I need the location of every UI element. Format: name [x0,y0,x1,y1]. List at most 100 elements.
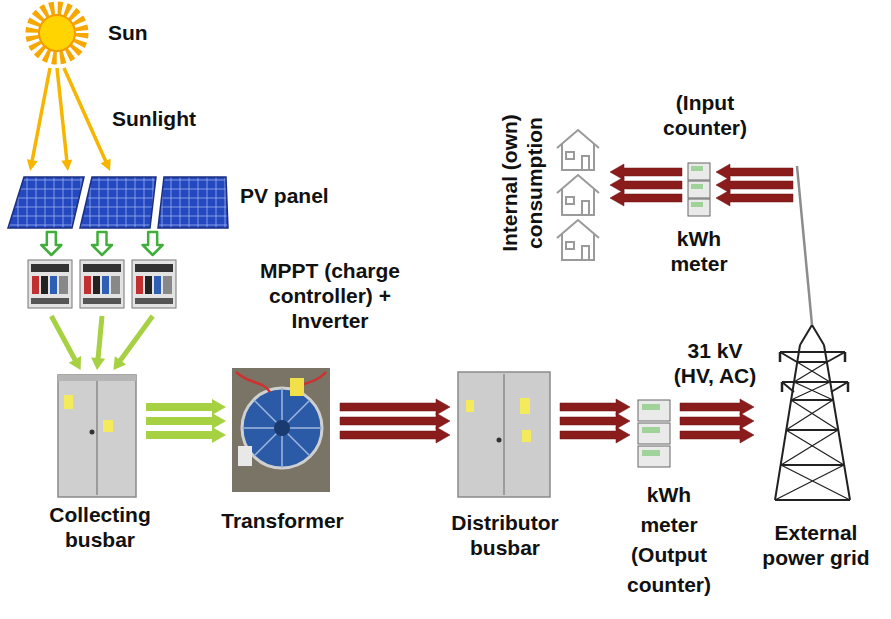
meter [638,446,670,467]
module [154,276,161,294]
flow-arrow [560,399,630,443]
busbar-cabinet [458,372,550,497]
meter [688,181,710,198]
node-label: kWh meter [659,226,739,276]
flow-arrow [340,399,450,443]
node-label: MPPT (charge controller) + Inverter [240,258,420,333]
node-label: kWh meter (Output counter) [620,480,718,600]
house-window [566,197,574,204]
warning-tag [520,398,530,414]
sun-icon [32,8,82,58]
house-door [582,201,589,215]
arrow-shape [146,413,226,429]
node-label: External power grid [748,520,884,570]
terminal-row [83,264,121,272]
pv-panel [158,177,228,228]
meter [638,400,670,421]
flow-arrow [146,399,226,443]
plate [238,446,252,466]
module [145,276,152,294]
module [59,276,68,294]
device-node: (Input counter)kWh meter [686,160,712,220]
tower-legs [775,325,850,500]
meter [688,199,710,216]
device-node: Transformer [232,368,332,492]
door-gap [96,381,98,495]
edge-label: 31 kV (HV, AC) [665,338,765,388]
arrow-shape [560,427,630,443]
flow-arrow [610,164,682,206]
mppt-units [28,260,176,308]
cabinet-body [458,372,550,497]
tower-bars [775,362,850,500]
house-window [566,152,574,159]
arrow-shape [49,315,81,370]
sun-disc [39,15,75,51]
node-label: Internal (own) consumption [497,93,547,273]
arrow-shape [91,316,105,370]
grid-line [797,166,812,325]
arrow-shape [716,190,793,206]
arrow-shape [680,399,754,415]
flow-arrow [716,164,812,325]
node-label: Collecting busbar [40,502,160,552]
arrow-shape [716,164,793,180]
terminal-row [135,298,173,304]
meter-display [691,184,703,189]
transformer-icon [232,368,330,492]
cabinet-body [58,375,136,497]
flow-arrow [27,67,111,171]
module [84,276,91,294]
device-node: PV panel [8,174,230,230]
node-label: Sun [108,20,178,45]
node-label: Distributor busbar [435,510,575,560]
device-node: Internal (own) consumption [552,125,604,270]
arrow-shape [27,68,52,171]
meter-display [642,450,660,456]
house [557,130,599,170]
module [32,276,39,294]
arrow-shape [340,399,450,415]
warning-tag [64,395,73,409]
edge-label: Sunlight [112,106,232,131]
mppt-box [80,260,124,308]
arrow-shape [62,67,110,171]
module [41,276,48,294]
flow-arrow [41,232,162,255]
device-node: Distributor busbar [456,372,552,498]
warning-tag [290,378,304,396]
pv-panel [80,177,156,228]
node-label: PV panel [240,183,370,208]
arrow-shape [610,164,682,180]
house-door [582,246,589,260]
door-handle [497,438,502,443]
pv-panel [8,177,84,228]
meter [638,423,670,444]
fan [242,388,322,468]
terminal-row [135,264,173,272]
module [93,276,100,294]
arrow-shape [610,177,682,193]
arrow-shape [610,190,682,206]
arrow-shape [146,399,226,415]
device-node: External power grid [760,322,870,500]
meter-display [691,166,703,171]
meter-display [691,202,703,207]
door-gap [503,374,505,495]
arrow-shape [560,399,630,415]
flow-arrow [680,399,754,443]
busbar-cabinet [58,375,136,497]
mppt-box [28,260,72,308]
door-handle [90,430,95,435]
cabinet-top [58,375,136,381]
arrow-shape [680,427,754,443]
module [50,276,57,294]
terminal-row [31,298,69,304]
pv-panels [8,177,228,228]
arrow-shape [41,232,61,255]
warning-tag [466,400,474,412]
arrow-shape [716,177,793,193]
kwh-meter-icon [638,400,670,467]
meter-display [642,404,660,410]
